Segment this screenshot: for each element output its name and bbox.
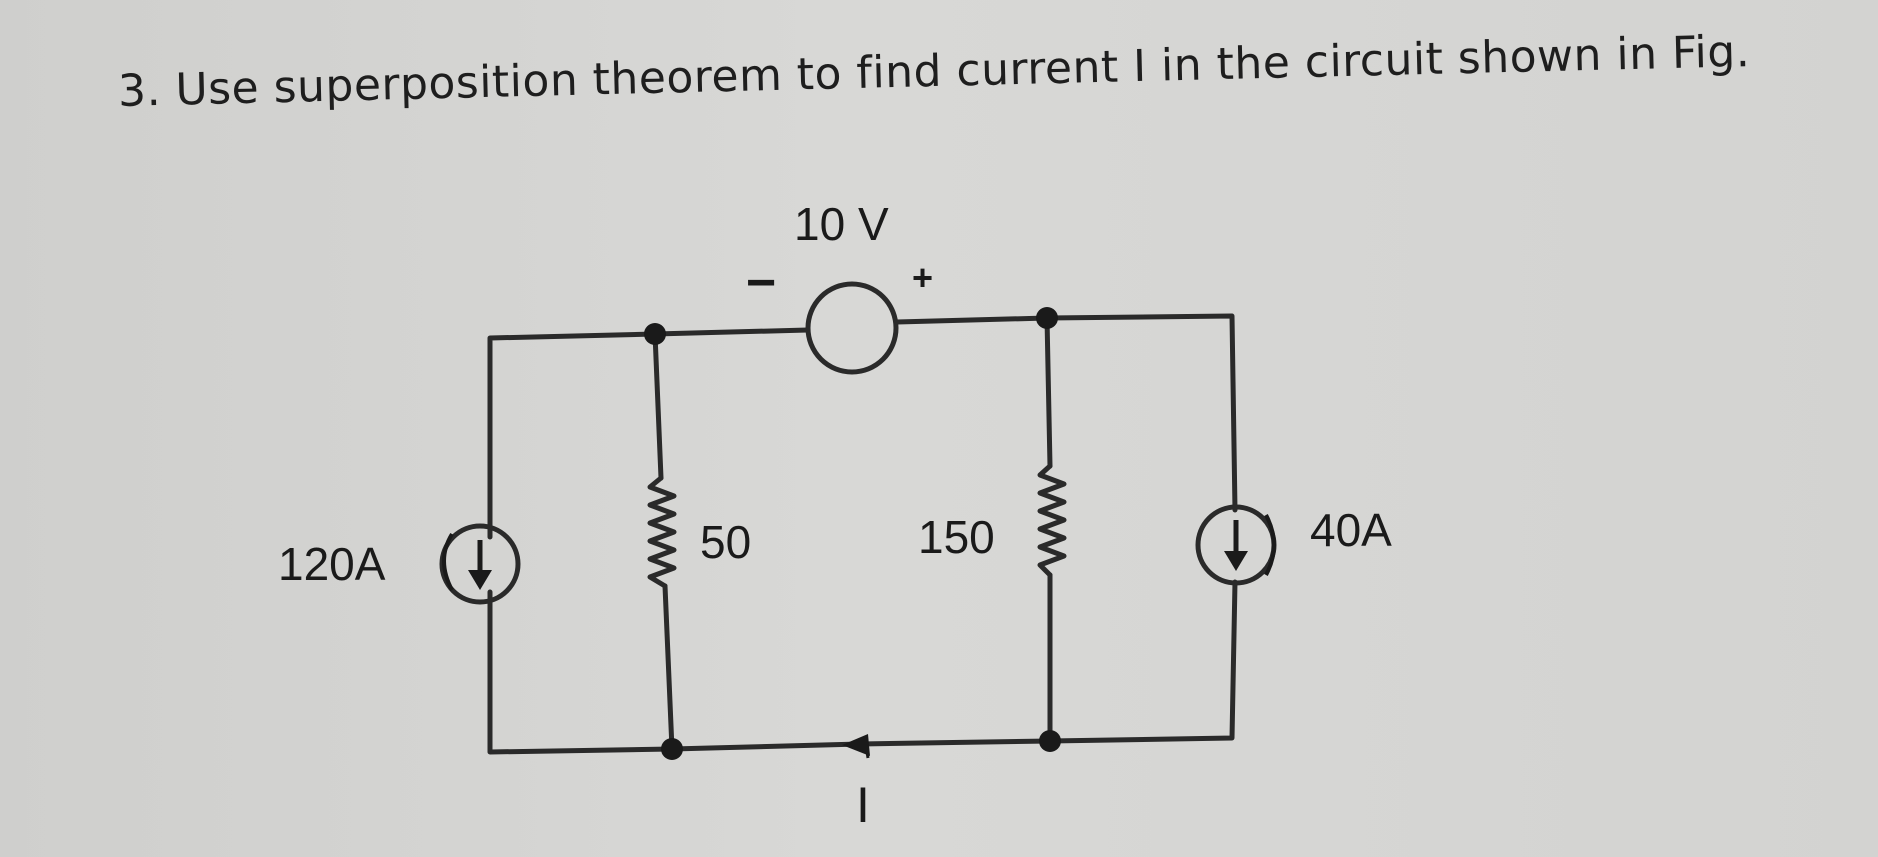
voltage-source-label: 10 V	[794, 198, 889, 250]
voltage-plus-sign: +	[912, 257, 933, 298]
voltage-source-symbol	[805, 281, 899, 375]
node-top-right	[1036, 307, 1058, 329]
wire-top-left	[487, 327, 811, 540]
voltage-minus-sign: −	[746, 254, 776, 312]
left-paren-icon	[442, 532, 454, 591]
current-source-right: 40A	[1195, 504, 1392, 586]
circuit-wires	[487, 313, 1238, 755]
current-i-indicator: I	[842, 734, 870, 833]
wire-50-bottom	[662, 583, 675, 752]
wire-bottom	[487, 579, 1238, 755]
wire-top-right	[894, 313, 1238, 513]
node-bottom-right	[1039, 730, 1061, 752]
wire-150-top	[1044, 315, 1053, 469]
voltage-source: 10 V − +	[746, 198, 933, 375]
current-source-right-label: 40A	[1310, 504, 1392, 556]
node-top-left	[644, 323, 666, 345]
resistor-50-zigzag	[647, 475, 677, 589]
resistor-50: 50	[647, 475, 751, 589]
resistor-150-zigzag	[1037, 463, 1067, 578]
arrow-head-icon	[1224, 551, 1248, 571]
current-source-left-symbol	[439, 523, 521, 605]
circuit-nodes	[644, 307, 1061, 760]
wire-50-top	[652, 331, 664, 481]
right-paren-icon	[1264, 514, 1276, 576]
node-bottom-left	[661, 738, 683, 760]
arrow-head-icon	[468, 570, 492, 590]
resistor-150-label: 150	[918, 511, 995, 563]
arrow-tail	[864, 744, 870, 759]
current-i-label: I	[856, 777, 870, 833]
resistor-50-label: 50	[700, 516, 751, 568]
current-source-left-label: 120A	[278, 538, 386, 590]
current-source-left: 120A	[278, 523, 521, 605]
arrow-left-icon	[842, 734, 870, 756]
resistor-150: 150	[918, 463, 1067, 578]
